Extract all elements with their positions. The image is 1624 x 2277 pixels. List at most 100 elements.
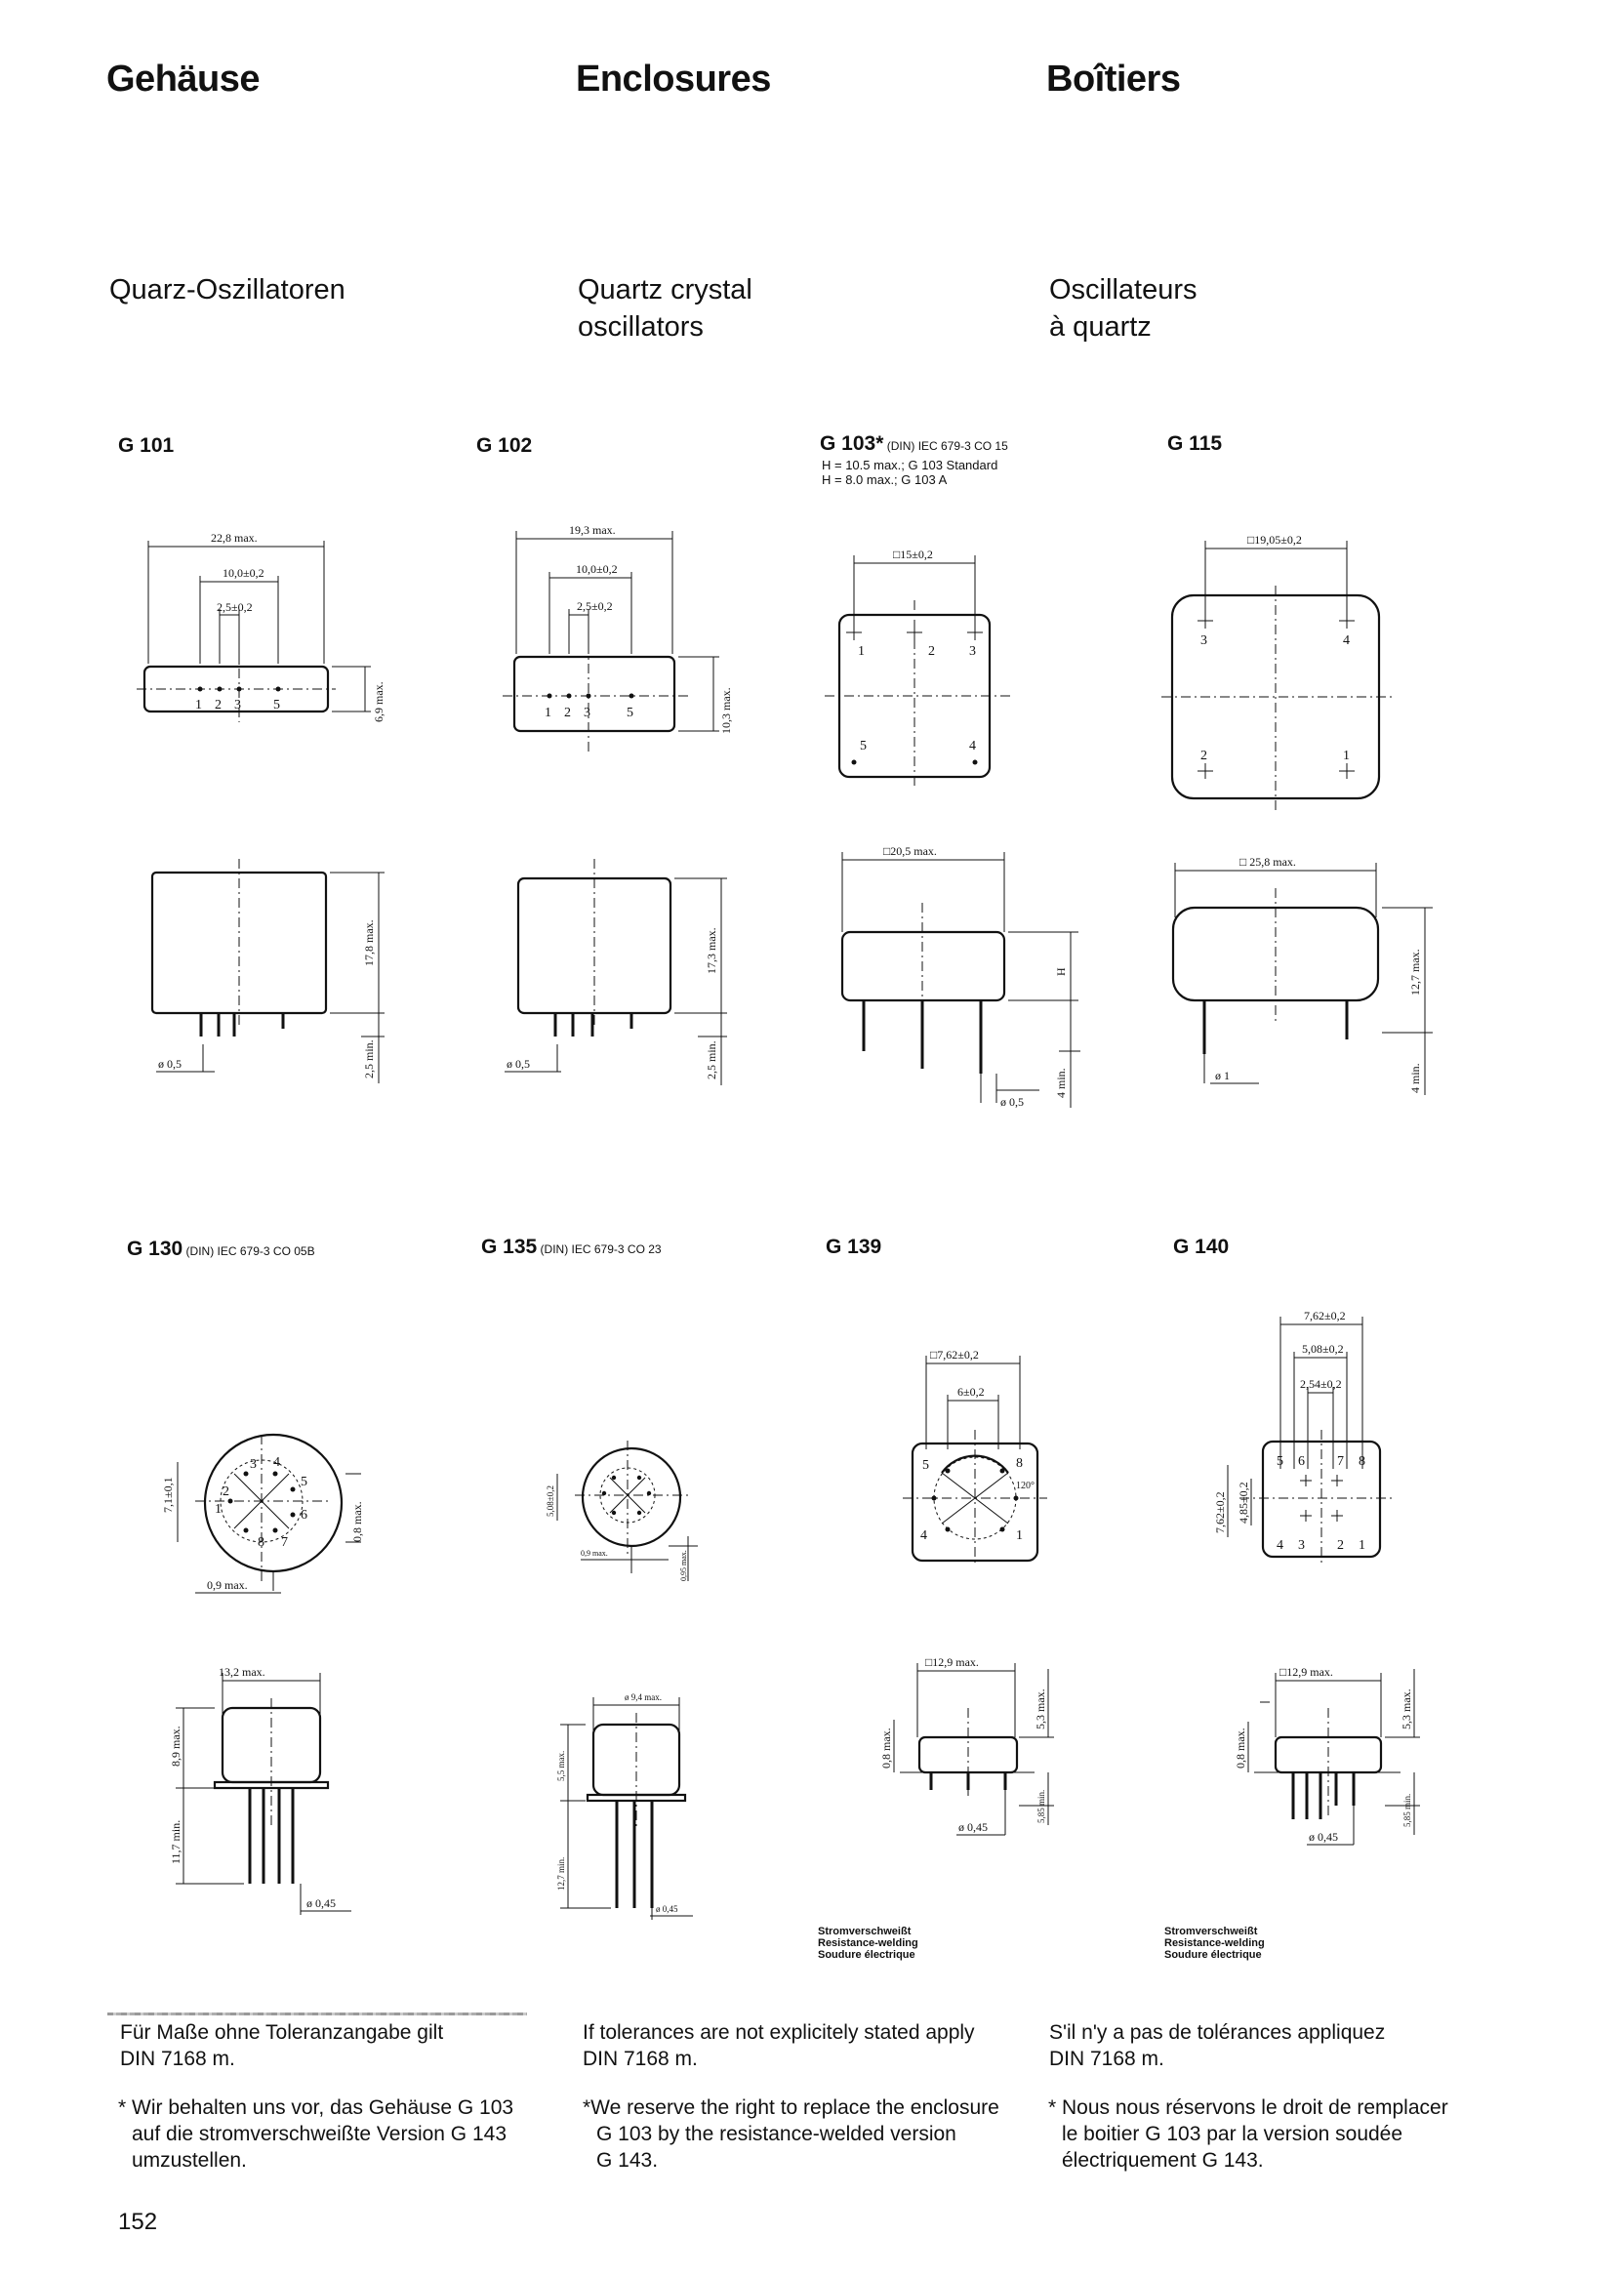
g130-body-height-label: 8,9 max. — [169, 1726, 183, 1767]
svg-text:1: 1 — [1359, 1538, 1365, 1553]
svg-text:1: 1 — [195, 698, 202, 712]
svg-text:1: 1 — [1343, 749, 1350, 763]
svg-text:5: 5 — [1277, 1454, 1283, 1469]
g135-width-label: ø 9,4 max. — [625, 1692, 662, 1702]
g135-lead-length-label: 12,7 min. — [556, 1857, 566, 1891]
g130-width-label: 13,2 max. — [219, 1665, 265, 1679]
g103-lead-length-label: 4 min. — [1054, 1068, 1068, 1098]
g103-width-label: □15±0,2 — [893, 548, 933, 561]
g115-body-height-label: 12,7 max. — [1408, 949, 1422, 996]
page-number: 152 — [118, 2209, 158, 2235]
g102-width-label: 19,3 max. — [569, 523, 616, 537]
g103-side-view-drawing: □20,5 max. H ø 0,5 4 min. — [840, 844, 1080, 1109]
g140-body-height-label: 5,3 max. — [1400, 1688, 1413, 1729]
g135-pin-diameter-label: ø 0,45 — [656, 1904, 678, 1914]
g140-vertical-pitch-label: 7,62±0,2 — [1213, 1491, 1227, 1533]
g135-top-view-drawing: 5,08±0,2 0,9 max. 0,95 max. — [546, 1441, 698, 1581]
g140-side-view-drawing: □12,9 max. 5,3 max. 0,8 max. 5,85 min. ø… — [1234, 1665, 1420, 1846]
svg-text:2: 2 — [1200, 749, 1207, 763]
g103-pin-diameter-label: ø 0,5 — [1000, 1095, 1024, 1109]
svg-text:5: 5 — [922, 1458, 929, 1473]
g130-pitch-label: 7,1±0,1 — [161, 1477, 175, 1513]
package-code-g103: G 103* (DIN) IEC 679-3 CO 15 — [820, 432, 1008, 455]
g130-pin-diameter-label: ø 0,45 — [306, 1896, 336, 1910]
svg-text:5: 5 — [301, 1475, 307, 1489]
package-code-g101: G 101 — [118, 434, 175, 457]
package-notes-g103: H = 10.5 max.; G 103 Standard H = 8.0 ma… — [822, 458, 998, 487]
g101-side-view-drawing: ø 0,5 17,8 max. 2,5 min. — [150, 859, 385, 1083]
svg-text:4: 4 — [969, 739, 976, 753]
g101-pin-diameter-label: ø 0,5 — [158, 1057, 182, 1071]
g115-top-view-drawing: □19,05±0,2 3 4 2 1 — [1161, 533, 1396, 810]
svg-text:7: 7 — [1337, 1454, 1344, 1469]
svg-text:5: 5 — [627, 706, 633, 720]
g101-lead-length-label: 2,5 min. — [362, 1039, 376, 1078]
g115-body-width-label: □ 25,8 max. — [1239, 855, 1296, 869]
g139-width-label: □12,9 max. — [925, 1655, 979, 1669]
subheading-de: Quarz-Oszillatoren — [109, 274, 345, 305]
svg-text:4: 4 — [273, 1455, 280, 1470]
subheading-en: Quartz crystal oscillators — [578, 274, 752, 343]
g102-side-view-drawing: ø 0,5 17,3 max. 2,5 min. — [505, 859, 727, 1085]
g140-pin-diameter-label: ø 0,45 — [1309, 1830, 1338, 1844]
g139-angle-label: 120° — [1016, 1481, 1035, 1491]
svg-text:6: 6 — [1298, 1454, 1305, 1469]
g102-spacing-label: 2,5±0,2 — [577, 599, 613, 613]
svg-text:1: 1 — [215, 1502, 222, 1517]
svg-text:8: 8 — [1016, 1456, 1023, 1471]
g135-flange-label: 0,95 max. — [679, 1550, 688, 1581]
svg-text:3: 3 — [234, 698, 241, 712]
g102-pin-diameter-label: ø 0,5 — [507, 1057, 530, 1071]
package-code-g139: G 139 — [826, 1236, 882, 1258]
svg-text:1: 1 — [1016, 1528, 1023, 1543]
package-code-g140: G 140 — [1173, 1236, 1230, 1258]
svg-text:2: 2 — [1337, 1538, 1344, 1553]
g139-body-height-label: 5,3 max. — [1034, 1688, 1047, 1729]
g115-lead-length-label: 4 min. — [1408, 1063, 1422, 1093]
svg-text:4: 4 — [1277, 1538, 1283, 1553]
svg-text:6: 6 — [301, 1508, 307, 1523]
footnote-divider — [107, 2013, 527, 2015]
g135-pitch-label: 5,08±0,2 — [546, 1485, 555, 1517]
g140-pitch2-label: 5,08±0,2 — [1302, 1342, 1344, 1356]
svg-text:2: 2 — [223, 1484, 229, 1499]
svg-text:8: 8 — [1359, 1454, 1365, 1469]
g115-width-label: □19,05±0,2 — [1247, 533, 1302, 547]
reservation-note-fr: * Nous nous réservons le droit de rempla… — [1048, 2096, 1448, 2172]
g103-body-width-label: □20,5 max. — [883, 844, 937, 858]
reservation-note-en: *We reserve the right to replace the enc… — [583, 2096, 999, 2172]
g139-spacing-label: 6±0,2 — [957, 1385, 985, 1399]
g139-weld-note: Stromverschweißt Resistance-welding Soud… — [818, 1926, 918, 1961]
g139-flange-label: 0,8 max. — [879, 1728, 893, 1769]
g101-spacing-label: 2,5±0,2 — [217, 600, 253, 614]
svg-text:2: 2 — [215, 698, 222, 712]
heading-en: Enclosures — [576, 59, 771, 100]
g140-weld-note: Stromverschweißt Resistance-welding Soud… — [1164, 1926, 1265, 1961]
svg-text:3: 3 — [969, 644, 976, 659]
package-code-g102: G 102 — [476, 434, 533, 457]
g103-height-label: H — [1054, 967, 1068, 976]
g140-lead-length-label: 5,85 min. — [1402, 1794, 1412, 1827]
g101-width-label: 22,8 max. — [211, 531, 258, 545]
g140-vertical-pitch2-label: 4,85±0,2 — [1237, 1482, 1250, 1524]
subheading-fr: Oscillateurs à quartz — [1049, 274, 1198, 343]
svg-text:1: 1 — [858, 644, 865, 659]
g115-pin-diameter-label: ø 1 — [1215, 1069, 1230, 1082]
g102-lead-length-label: 2,5 min. — [705, 1040, 718, 1079]
svg-text:3: 3 — [584, 706, 590, 720]
g115-side-view-drawing: □ 25,8 max. ø 1 12,7 max. 4 min. — [1171, 855, 1433, 1095]
g130-tab-label: 0,9 max. — [207, 1578, 248, 1592]
g130-flange-label: 0,8 max. — [350, 1501, 364, 1542]
svg-text:3: 3 — [250, 1457, 257, 1472]
heading-de: Gehäuse — [106, 59, 261, 100]
g101-pitch-label: 10,0±0,2 — [223, 566, 264, 580]
svg-text:2: 2 — [928, 644, 935, 659]
g140-spacing-label: 2,54±0,2 — [1300, 1377, 1342, 1391]
g102-pitch-label: 10,0±0,2 — [576, 562, 618, 576]
g139-lead-length-label: 5,85 min. — [1036, 1790, 1046, 1823]
tolerance-note-de: Für Maße ohne Toleranzangabe gilt DIN 71… — [120, 2021, 444, 2070]
svg-text:4: 4 — [920, 1528, 927, 1543]
svg-text:5: 5 — [273, 698, 280, 712]
